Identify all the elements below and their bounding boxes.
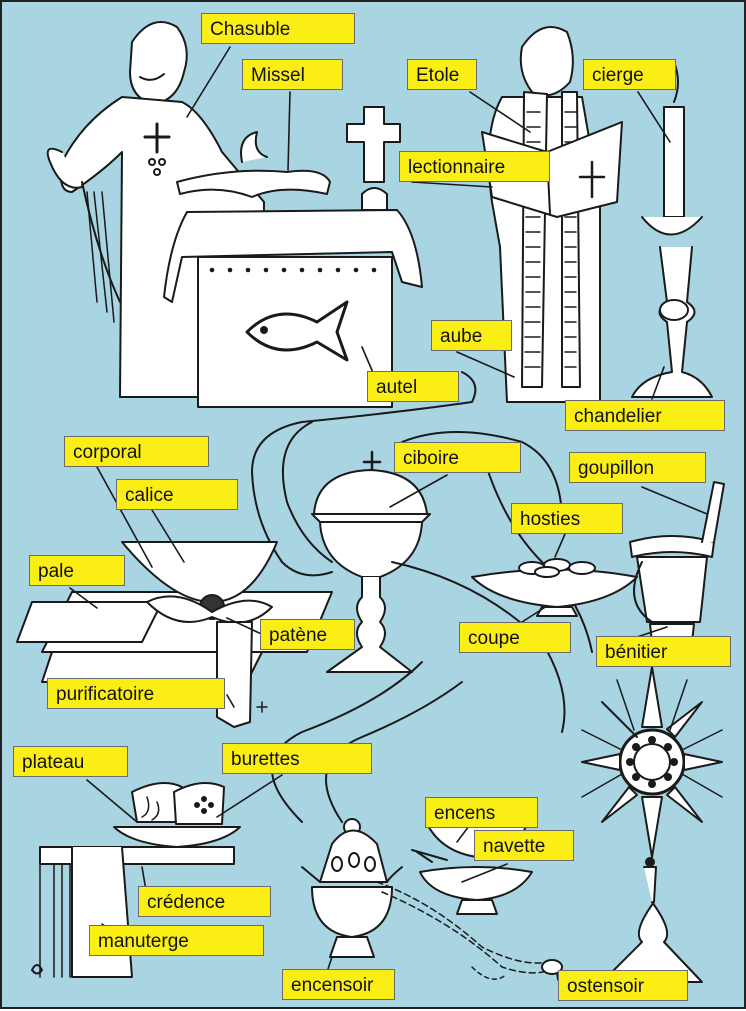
label-purificatoire: purificatoire	[47, 678, 225, 709]
label-aube: aube	[431, 320, 512, 351]
altar-drawing	[163, 209, 423, 408]
chalice-group-drawing	[16, 541, 333, 728]
label-burettes: burettes	[222, 743, 372, 774]
label-calice: calice	[116, 479, 238, 510]
censer-drawing	[301, 818, 563, 980]
label-credence: crédence	[138, 886, 271, 917]
label-encensoir: encensoir	[282, 969, 395, 1000]
label-ciboire: ciboire	[394, 442, 521, 473]
monstrance-drawing	[581, 666, 723, 983]
altar-cross-drawing	[346, 106, 401, 211]
label-patene: patène	[260, 619, 355, 650]
missal-drawing	[176, 131, 331, 198]
holy-water-bucket-drawing	[629, 481, 725, 643]
label-navette: navette	[474, 830, 574, 861]
decorative-swirl	[251, 371, 477, 577]
label-benitier: bénitier	[596, 636, 731, 667]
label-lectionnaire: lectionnaire	[399, 151, 550, 182]
label-manuterge: manuterge	[89, 925, 264, 956]
label-chandelier: chandelier	[565, 400, 725, 431]
label-etole: Etole	[407, 59, 477, 90]
candlestick-drawing	[631, 61, 713, 398]
label-goupillon: goupillon	[569, 452, 706, 483]
label-coupe: coupe	[459, 622, 571, 653]
label-missel: Missel	[242, 59, 343, 90]
label-encens: encens	[425, 797, 538, 828]
label-corporal: corporal	[64, 436, 209, 467]
bowl-with-hosts-drawing	[471, 558, 638, 617]
label-hosties: hosties	[511, 503, 623, 534]
label-pale: pale	[29, 555, 125, 586]
label-plateau: plateau	[13, 746, 128, 777]
label-cierge: cierge	[583, 59, 676, 90]
label-chasuble: Chasuble	[201, 13, 355, 44]
label-ostensoir: ostensoir	[558, 970, 688, 1001]
label-autel: autel	[367, 371, 459, 402]
